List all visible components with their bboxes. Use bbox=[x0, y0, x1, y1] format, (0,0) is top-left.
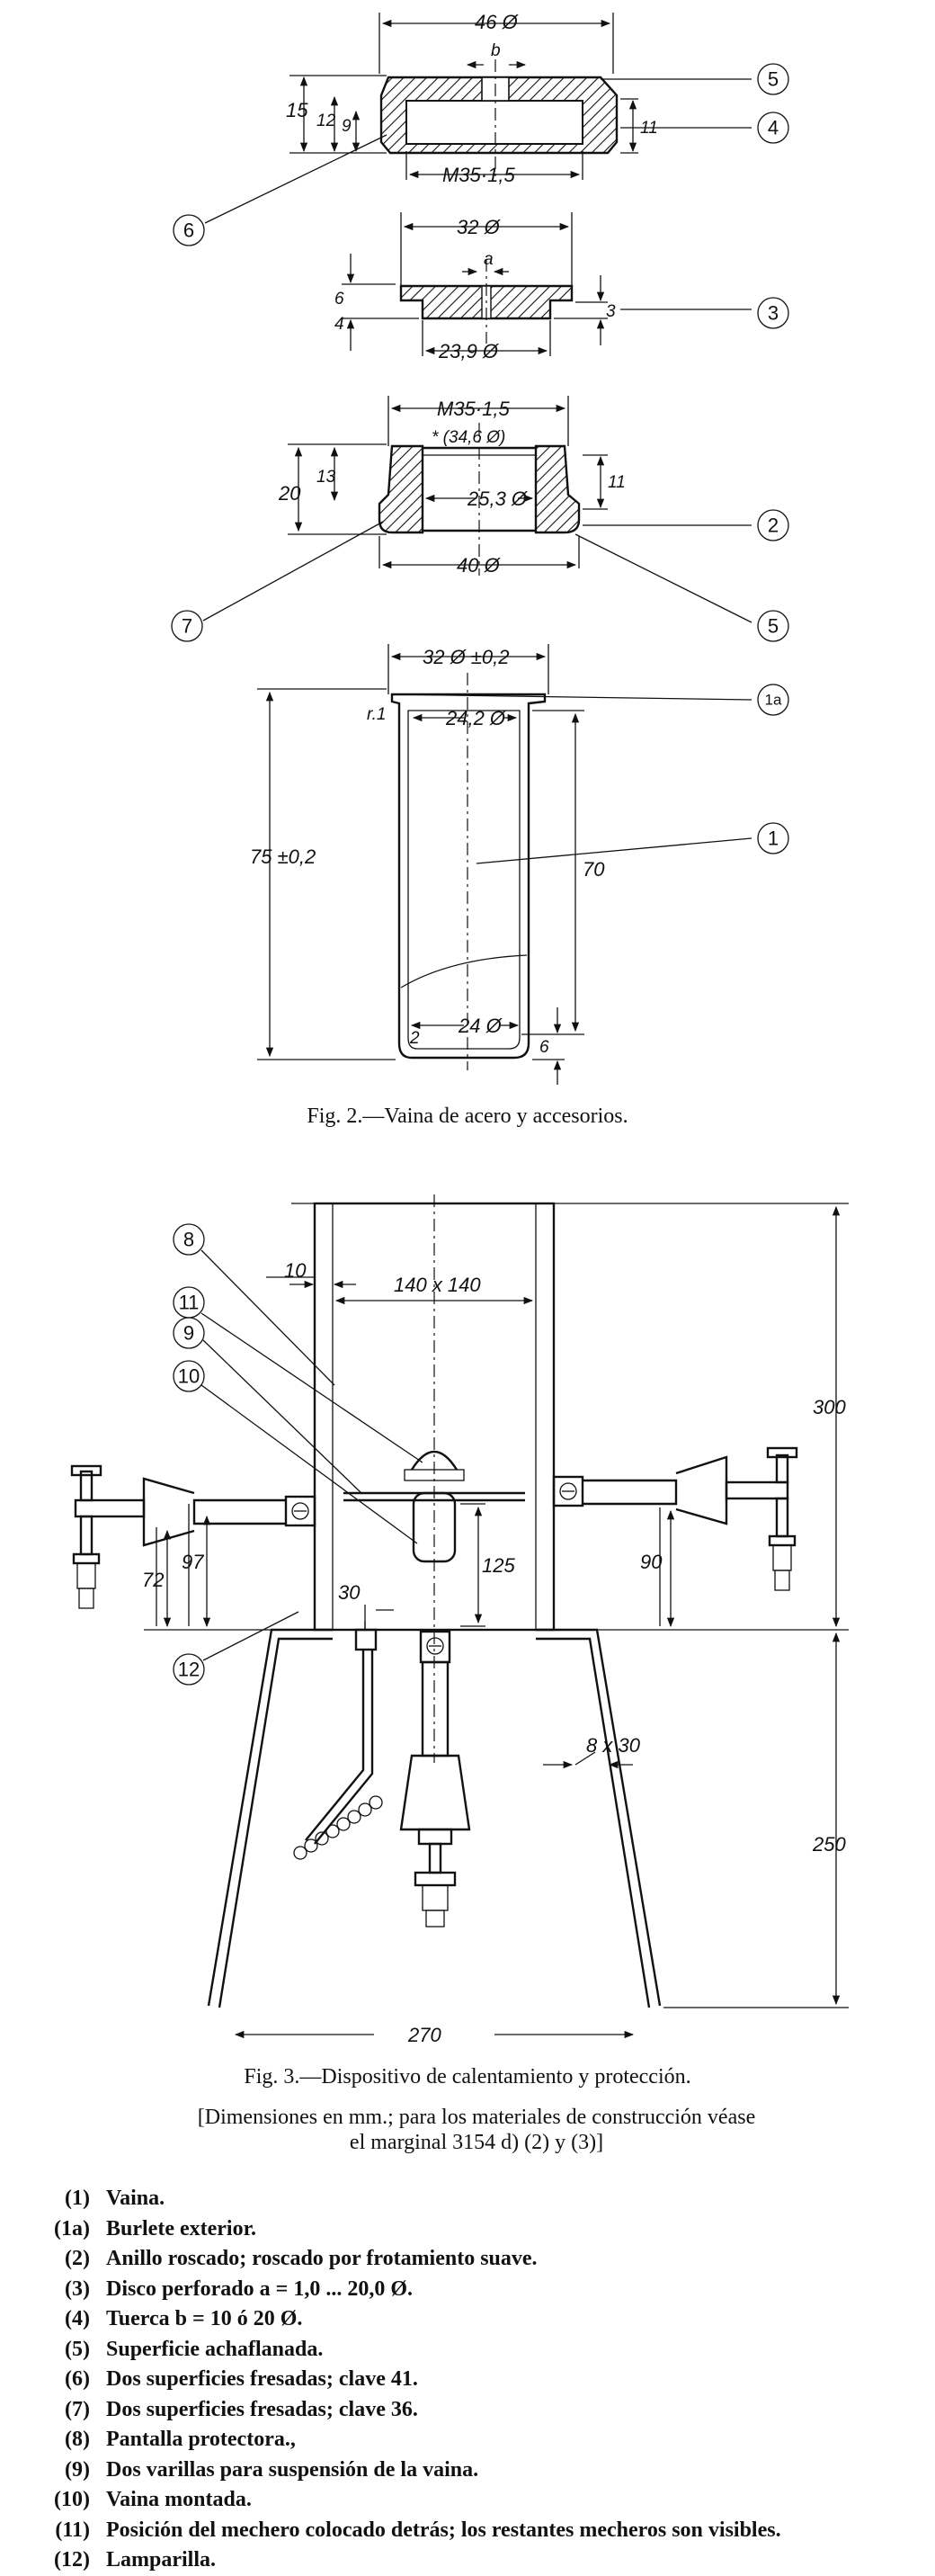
fig3-caption: Fig. 3.—Dispositivo de calentamiento y p… bbox=[244, 2065, 691, 2089]
legend-item: (2)Anillo roscado; roscado por frotamien… bbox=[65, 2247, 538, 2270]
dim-8x30: 8 x 30 bbox=[586, 1734, 641, 1757]
dim-24: 24 Ø bbox=[458, 1015, 503, 1037]
callout-5-top bbox=[757, 63, 789, 95]
svg-text:7: 7 bbox=[182, 615, 192, 638]
svg-text:6: 6 bbox=[183, 219, 194, 242]
callout-2 bbox=[757, 509, 789, 541]
dim-250: 250 bbox=[812, 1833, 846, 1856]
dim-270: 270 bbox=[407, 2024, 441, 2046]
legend-item: (7)Dos superficies fresadas; clave 36. bbox=[65, 2397, 418, 2421]
nut-part: 46 Ø b 15 12 9 11 M35·1,5 bbox=[286, 11, 658, 186]
dim-m35-nut: M35·1,5 bbox=[442, 164, 515, 186]
dim-97: 97 bbox=[182, 1551, 204, 1573]
dim-6-disc: 6 bbox=[334, 290, 344, 309]
svg-text:3: 3 bbox=[768, 302, 779, 325]
dim-46: 46 Ø bbox=[475, 11, 520, 33]
dim-6-tube: 6 bbox=[539, 1038, 549, 1057]
dim-11-ring: 11 bbox=[608, 473, 626, 492]
callout-10 bbox=[173, 1360, 205, 1392]
callout-3 bbox=[757, 297, 789, 329]
dim-15: 15 bbox=[286, 99, 308, 121]
dim-m35-ring: M35·1,5 bbox=[437, 398, 510, 420]
dim-a: a bbox=[484, 250, 494, 269]
dim-72: 72 bbox=[142, 1569, 164, 1591]
callout-5-lower bbox=[757, 610, 789, 642]
callout-6 bbox=[173, 214, 205, 246]
callout-12 bbox=[173, 1653, 205, 1686]
dimensions-note: [Dimensiones en mm.; para los materiales… bbox=[54, 2105, 899, 2155]
ring-part: M35·1,5 * (34,6 Ø) 25,3 Ø 20 13 11 40 Ø bbox=[278, 396, 626, 577]
callout-1 bbox=[757, 822, 789, 854]
dim-20: 20 bbox=[278, 482, 301, 505]
legend-item: (11)Posición del mechero colocado detrás… bbox=[55, 2518, 781, 2542]
dim-10: 10 bbox=[284, 1259, 307, 1282]
dim-13: 13 bbox=[316, 468, 336, 487]
dim-4-disc: 4 bbox=[334, 315, 344, 334]
dim-40: 40 Ø bbox=[457, 554, 502, 577]
svg-text:1a: 1a bbox=[765, 692, 782, 709]
legend-item: (6)Dos superficies fresadas; clave 41. bbox=[65, 2367, 418, 2391]
legend-item: (10)Vaina montada. bbox=[54, 2488, 252, 2511]
legend-list: (1)Vaina. (1a)Burlete exterior. (2)Anill… bbox=[13, 2184, 921, 2576]
dim-75: 75 ±0,2 bbox=[250, 845, 316, 868]
dim-125: 125 bbox=[482, 1554, 515, 1577]
svg-text:12: 12 bbox=[178, 1659, 200, 1681]
dim-32: 32 Ø bbox=[457, 216, 502, 238]
fig2-caption: Fig. 2.—Vaina de acero y accesorios. bbox=[307, 1105, 628, 1128]
dim-2: 2 bbox=[409, 1029, 420, 1048]
dim-3-disc: 3 bbox=[606, 302, 616, 321]
svg-text:1: 1 bbox=[768, 827, 779, 850]
svg-text:10: 10 bbox=[178, 1365, 200, 1388]
legend-item: (8)Pantalla protectora., bbox=[65, 2428, 296, 2451]
dim-12: 12 bbox=[316, 112, 336, 130]
callout-1a bbox=[757, 684, 789, 716]
callout-8 bbox=[173, 1223, 205, 1256]
dim-30: 30 bbox=[338, 1581, 361, 1604]
dim-b: b bbox=[491, 41, 501, 60]
legend-item: (9)Dos varillas para suspensión de la va… bbox=[65, 2457, 479, 2482]
note-line-2: el marginal 3154 d) (2) y (3)] bbox=[349, 2131, 604, 2154]
svg-text:2: 2 bbox=[768, 514, 779, 537]
legend-item: (1)Vaina. bbox=[65, 2187, 165, 2210]
note-line-1: [Dimensiones en mm.; para los materiales… bbox=[197, 2106, 756, 2129]
legend-item: (1a)Burlete exterior. bbox=[54, 2216, 257, 2241]
svg-text:9: 9 bbox=[183, 1322, 194, 1345]
dim-25-3: 25,3 Ø bbox=[467, 487, 529, 510]
disc-part: 32 Ø a 6 4 3 23,9 Ø bbox=[334, 212, 616, 362]
svg-text:11: 11 bbox=[179, 1292, 200, 1314]
dim-140: 140 x 140 bbox=[394, 1274, 481, 1296]
svg-text:5: 5 bbox=[768, 615, 779, 638]
dim-34-6: * (34,6 Ø) bbox=[432, 428, 505, 447]
legend-item: (4)Tuerca b = 10 ó 20 Ø. bbox=[65, 2307, 303, 2330]
dim-23-9: 23,9 Ø bbox=[438, 340, 500, 362]
dim-90: 90 bbox=[640, 1551, 663, 1573]
callout-7 bbox=[171, 610, 203, 642]
legend-item: (5)Superficie achaflanada. bbox=[65, 2337, 324, 2361]
dim-r1: r.1 bbox=[367, 705, 386, 724]
dim-24-2: 24,2 Ø bbox=[445, 707, 507, 729]
dim-9: 9 bbox=[342, 117, 352, 136]
tube-part: 32 Ø ±0,2 24,2 Ø r.1 75 ±0,2 70 6 2 24 Ø bbox=[250, 644, 605, 1085]
legend-item: (12)Lamparilla. bbox=[54, 2548, 217, 2572]
callout-9 bbox=[173, 1317, 205, 1349]
svg-text:4: 4 bbox=[768, 117, 779, 139]
dim-300: 300 bbox=[813, 1396, 846, 1418]
heating-device: 10 140 x 140 300 125 72 bbox=[70, 1194, 849, 2046]
legend-item: (3)Disco perforado a = 1,0 ... 20,0 Ø. bbox=[65, 2276, 413, 2301]
dim-70: 70 bbox=[583, 858, 605, 881]
svg-text:5: 5 bbox=[768, 68, 779, 91]
callout-4 bbox=[757, 112, 789, 144]
dim-32-tol: 32 Ø ±0,2 bbox=[423, 646, 509, 668]
svg-text:8: 8 bbox=[183, 1229, 194, 1251]
